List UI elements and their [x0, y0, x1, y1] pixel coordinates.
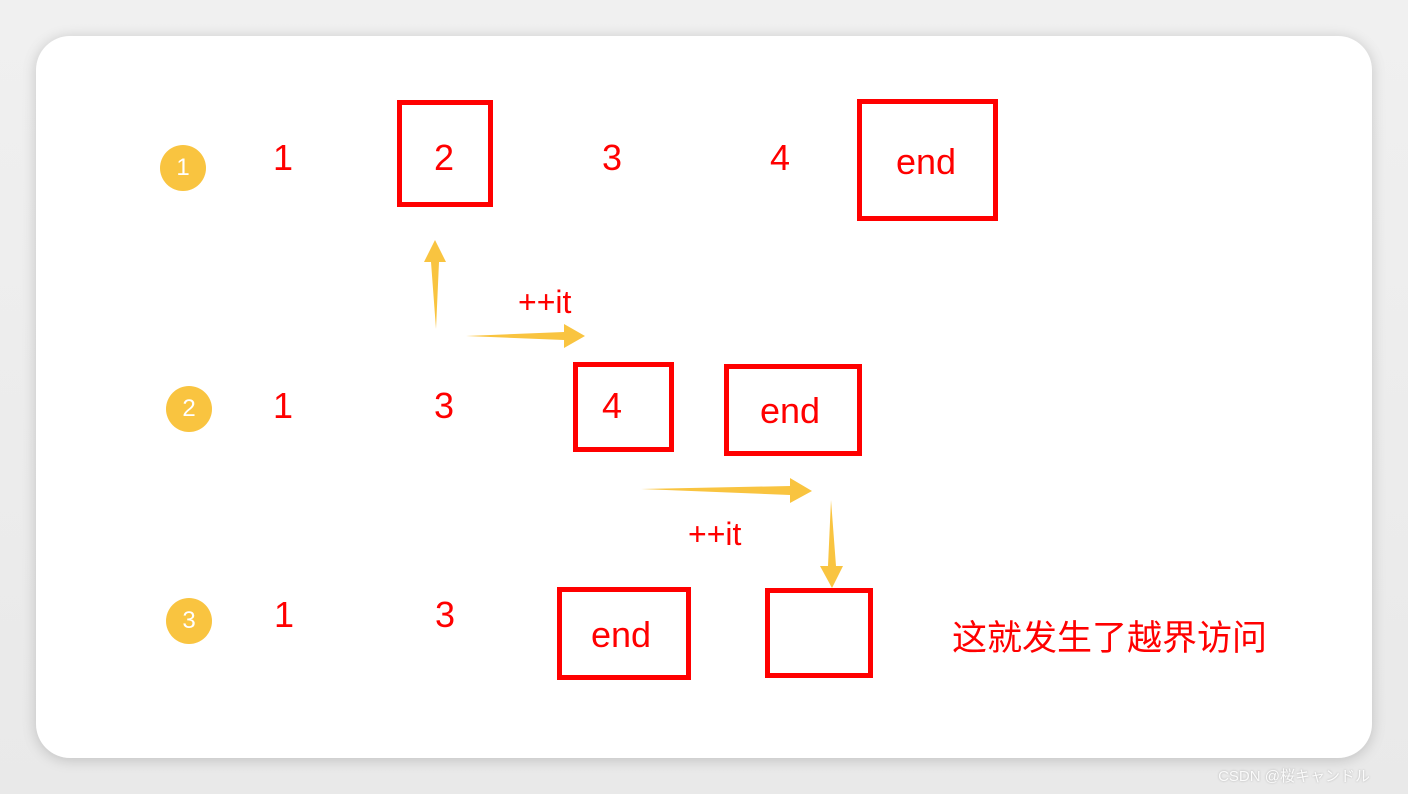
watermark: CSDN @桜キャンドル: [1218, 768, 1370, 785]
row-1-cell-3: 3: [601, 137, 623, 178]
row-3-end: end: [590, 614, 652, 655]
row-2-cell-1: 1: [272, 385, 294, 426]
row-2-cell-3: 4: [601, 385, 623, 426]
row-2-badge: 2: [166, 386, 212, 432]
row-1-cell-4: 4: [769, 137, 791, 178]
row-3-cell-1: 1: [273, 594, 295, 635]
row-3-empty-box: [765, 588, 873, 678]
row-1-cell-2-box: [397, 100, 493, 207]
row-2-cell-2: 3: [433, 385, 455, 426]
row-1-cell-2: 2: [433, 137, 455, 178]
row-2-cell-3-box: [573, 362, 674, 452]
row-3-badge: 3: [166, 598, 212, 644]
row-1-end-box: [857, 99, 998, 221]
row-2-end: end: [759, 390, 821, 431]
row-1-cell-1: 1: [272, 137, 294, 178]
out-of-bounds-note: 这就发生了越界访问: [952, 619, 1268, 659]
step-1-label: ++it: [518, 284, 572, 320]
row-2-end-box: [724, 364, 862, 456]
row-3-cell-2: 3: [434, 594, 456, 635]
diagram-card: [36, 36, 1372, 758]
row-1-badge: 1: [160, 145, 206, 191]
row-1-end: end: [895, 141, 957, 182]
row-3-end-box: [557, 587, 691, 680]
step-2-label: ++it: [688, 516, 742, 552]
